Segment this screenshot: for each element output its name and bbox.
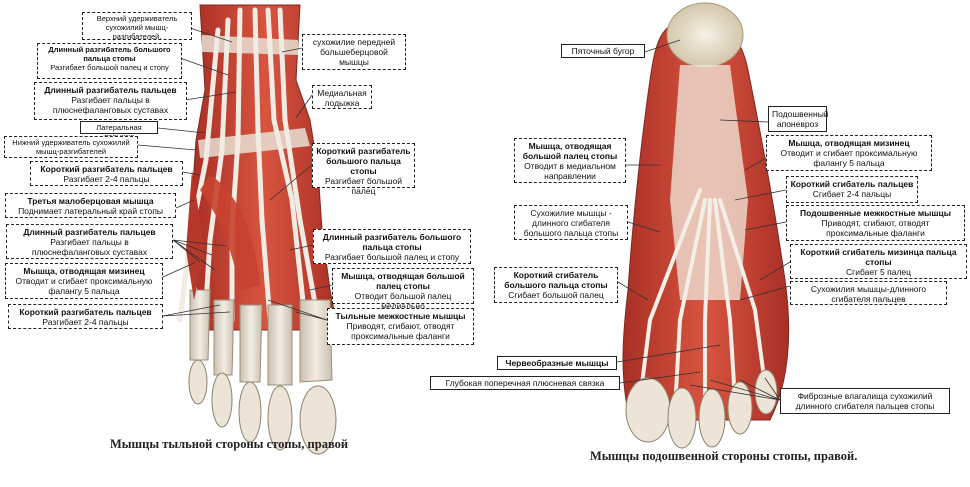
label-title: Длинный разгибатель большого пальца стоп… [317, 232, 467, 252]
label-text: Подошвенный апоневроз [772, 109, 823, 129]
label-fhb: Короткий сгибатель большого пальца стопы… [494, 267, 618, 303]
label-title: Короткий сгибатель большого пальца стопы [498, 270, 614, 290]
label-title: Длинный разгибатель пальцев [38, 85, 183, 95]
label-text: Медиальная лодыжка [316, 88, 368, 108]
label-desc: Приводят, сгибают, отводят проксимальные… [331, 321, 470, 341]
label-desc: Сгибает 5 палец [794, 267, 963, 277]
label-title: Мышца, отводящая мизинец [9, 266, 159, 276]
label-text: Нижний удерживатель сухожилий мышц-разги… [7, 138, 135, 156]
label-desc: Отводит и сгибает проксимальную фалангу … [770, 148, 928, 168]
label-title: Короткий разгибатель большого пальца сто… [316, 146, 411, 176]
plantar-foot [623, 3, 789, 448]
label-abductor-hallucis-dorsal: Мышца, отводящая большой палец стопы Отв… [332, 268, 474, 304]
label-text: сухожилие передней большеберцовой мышцы [306, 37, 402, 67]
label-ehl-top: Длинный разгибатель большого пальца стоп… [37, 43, 182, 79]
label-title: Подошвенные межкостные мышцы [790, 208, 961, 218]
label-heel-tuber: Пяточный бугор [561, 44, 645, 58]
label-fhl-tendon: Сухожилие мышцы - длинного сгибателя бол… [514, 205, 628, 240]
label-lateral-malleolus: Латеральная лодыжка [80, 121, 158, 134]
label-peroneus-tertius: Третья малоберцовая мышца Поднимает лате… [5, 193, 176, 218]
label-title: Мышца, отводящая большой палец стопы [518, 141, 622, 161]
label-text: Глубокая поперечная плюсневая связка [434, 378, 616, 388]
label-plantar-aponeurosis: Подошвенный апоневроз [768, 106, 827, 132]
label-deep-transverse-metatarsal-ligament: Глубокая поперечная плюсневая связка [430, 376, 620, 390]
label-dorsal-interossei: Тыльные межкостные мышцы Приводят, сгиба… [327, 308, 474, 345]
label-title: Длинный разгибатель пальцев [10, 227, 169, 237]
label-edb-top: Короткий разгибатель пальцев Разгибает 2… [30, 161, 183, 186]
label-text: Сухожилие мышцы - длинного сгибателя бол… [518, 208, 624, 238]
label-tibialis-anterior-tendon: сухожилие передней большеберцовой мышцы [302, 34, 406, 70]
label-edl-bottom: Длинный разгибатель пальцев Разгибает па… [6, 224, 173, 259]
label-text: Фиброзные влагалища сухожилий длинного с… [784, 391, 946, 411]
label-inferior-extensor-retinaculum: Нижний удерживатель сухожилий мышц-разги… [4, 136, 138, 158]
label-desc: Разгибает пальцы в плюснефаланговых суст… [38, 95, 183, 115]
label-title: Мышца, отводящая мизинец [770, 138, 928, 148]
label-title: Короткий сгибатель пальцев [790, 179, 914, 189]
label-desc: Разгибает пальцы в плюснефаланговых суст… [10, 237, 169, 257]
label-ehl-bottom: Длинный разгибатель большого пальца стоп… [313, 229, 471, 264]
label-desc: Сгибает большой палец [498, 290, 614, 300]
label-edb-bottom: Короткий разгибатель пальцев Разгибает 2… [8, 304, 163, 329]
label-medial-malleolus: Медиальная лодыжка [312, 85, 372, 109]
label-title: Мышца, отводящая большой палец стопы [336, 271, 470, 291]
label-title: Третья малоберцовая мышца [9, 196, 172, 206]
label-abductor-digiti-minimi-dorsal: Мышца, отводящая мизинец Отводит и сгиба… [5, 263, 163, 299]
label-title: Длинный разгибатель большого пальца стоп… [40, 45, 179, 63]
label-abductor-digiti-minimi-plantar: Мышца, отводящая мизинец Отводит и сгиба… [766, 135, 932, 171]
label-text: Червеобразные мышцы [501, 358, 613, 368]
label-desc: Разгибает 2-4 пальцы [12, 317, 159, 327]
label-desc: Разгибает 2-4 пальцы [34, 174, 179, 184]
label-desc: Приводят, сгибают, отводят проксимальные… [790, 218, 961, 238]
label-title: Короткий разгибатель пальцев [12, 307, 159, 317]
label-abductor-hallucis-plantar: Мышца, отводящая большой палец стопы Отв… [514, 138, 626, 183]
label-ehb: Короткий разгибатель большого пальца сто… [312, 143, 415, 188]
label-desc: Отводит в медиальном направлении [518, 161, 622, 181]
label-title: Тыльные межкостные мышцы [331, 311, 470, 321]
label-desc: Сгибает 2-4 пальцы [790, 189, 914, 199]
label-edl-top: Длинный разгибатель пальцев Разгибает па… [34, 82, 187, 120]
label-desc: Отводит и сгибает проксимальную фалангу … [9, 276, 159, 296]
label-text: Верхний удерживатель сухожилий мышц-разг… [85, 14, 189, 41]
label-lumbricals: Червеобразные мышцы [497, 356, 617, 370]
label-fibrous-sheaths: Фиброзные влагалища сухожилий длинного с… [780, 388, 950, 414]
label-plantar-interossei: Подошвенные межкостные мышцы Приводят, с… [786, 205, 965, 241]
caption-plantar: Мышцы подошвенной стороны стопы, правой. [590, 449, 857, 464]
label-fdb: Короткий сгибатель пальцев Сгибает 2-4 п… [786, 176, 918, 203]
label-superior-extensor-retinaculum: Верхний удерживатель сухожилий мышц-разг… [82, 12, 192, 40]
label-desc: Разгибает большой палец [316, 176, 411, 196]
label-desc: Разгибает большой палец и стопу [317, 252, 467, 262]
label-text: Сухожилия мышцы-длинного сгибателя пальц… [794, 284, 943, 304]
label-title: Короткий сгибатель мизинца пальца стопы [794, 247, 963, 267]
label-desc: Разгибает большой палец и стопу [40, 63, 179, 72]
caption-dorsal: Мышцы тыльной стороны стопы, правой [110, 437, 348, 452]
label-fdmb: Короткий сгибатель мизинца пальца стопы … [790, 244, 967, 279]
heel-tuber [667, 3, 743, 67]
label-title: Короткий разгибатель пальцев [34, 164, 179, 174]
label-fdl-tendons: Сухожилия мышцы-длинного сгибателя пальц… [790, 281, 947, 305]
label-text: Пяточный бугор [565, 46, 641, 56]
label-desc: Поднимает латеральный край стопы [9, 206, 172, 216]
